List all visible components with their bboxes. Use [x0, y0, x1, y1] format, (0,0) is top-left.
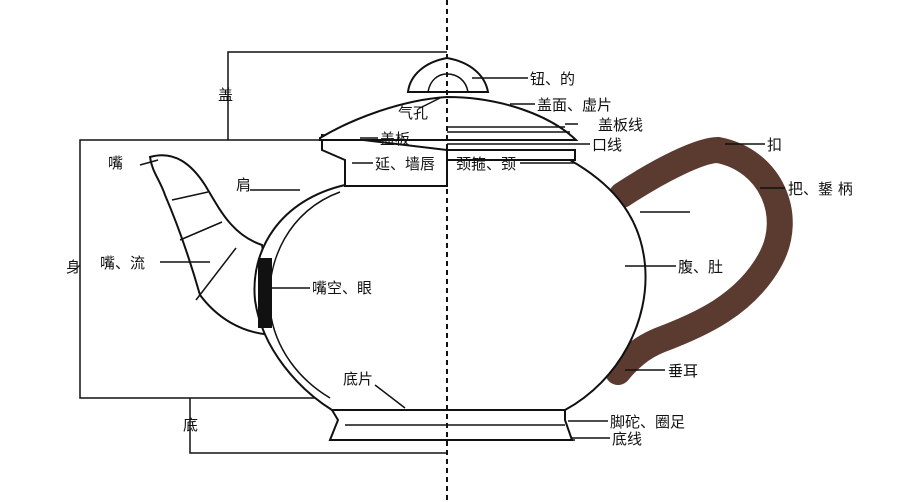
label-handle: 把、鋬 柄: [788, 180, 853, 198]
bracket-lines: [79, 51, 447, 454]
spout-shape: [148, 154, 280, 337]
label-handle-end: 垂耳: [668, 362, 698, 380]
label-wall-lip: 延、墙唇: [375, 155, 435, 173]
label-foot: 脚砣、圈足: [610, 413, 685, 431]
label-lid-plate: 盖板: [380, 130, 410, 148]
label-shoulder: 肩: [236, 176, 251, 194]
spout-rings: [171, 191, 237, 301]
label-base: 底: [183, 416, 198, 434]
lid-lines: [447, 126, 578, 145]
label-lid-plate-line: 盖板线: [598, 116, 643, 134]
handle-shape: [605, 136, 793, 385]
spout-hole-mark: [258, 258, 272, 328]
label-handle-top: 扣: [767, 136, 782, 154]
leader-lines: [139, 77, 785, 439]
label-bottom-plate: 底片: [343, 370, 373, 388]
label-belly: 腹、肚: [678, 258, 723, 276]
label-lid: 盖: [218, 86, 233, 104]
label-air-hole: 气孔: [398, 104, 428, 122]
label-lid-surface: 盖面、虚片: [537, 96, 612, 114]
label-neck: 颈箍、颈: [456, 155, 516, 173]
label-mouth-line: 口线: [592, 136, 622, 154]
label-spout: 嘴、流: [100, 254, 145, 272]
label-spout-tip: 嘴: [108, 154, 123, 172]
label-spout-hole: 嘴空、眼: [312, 279, 372, 297]
label-body: 身: [66, 258, 81, 276]
label-bottom-line: 底线: [612, 430, 642, 448]
label-knob: 钮、的: [530, 70, 575, 88]
